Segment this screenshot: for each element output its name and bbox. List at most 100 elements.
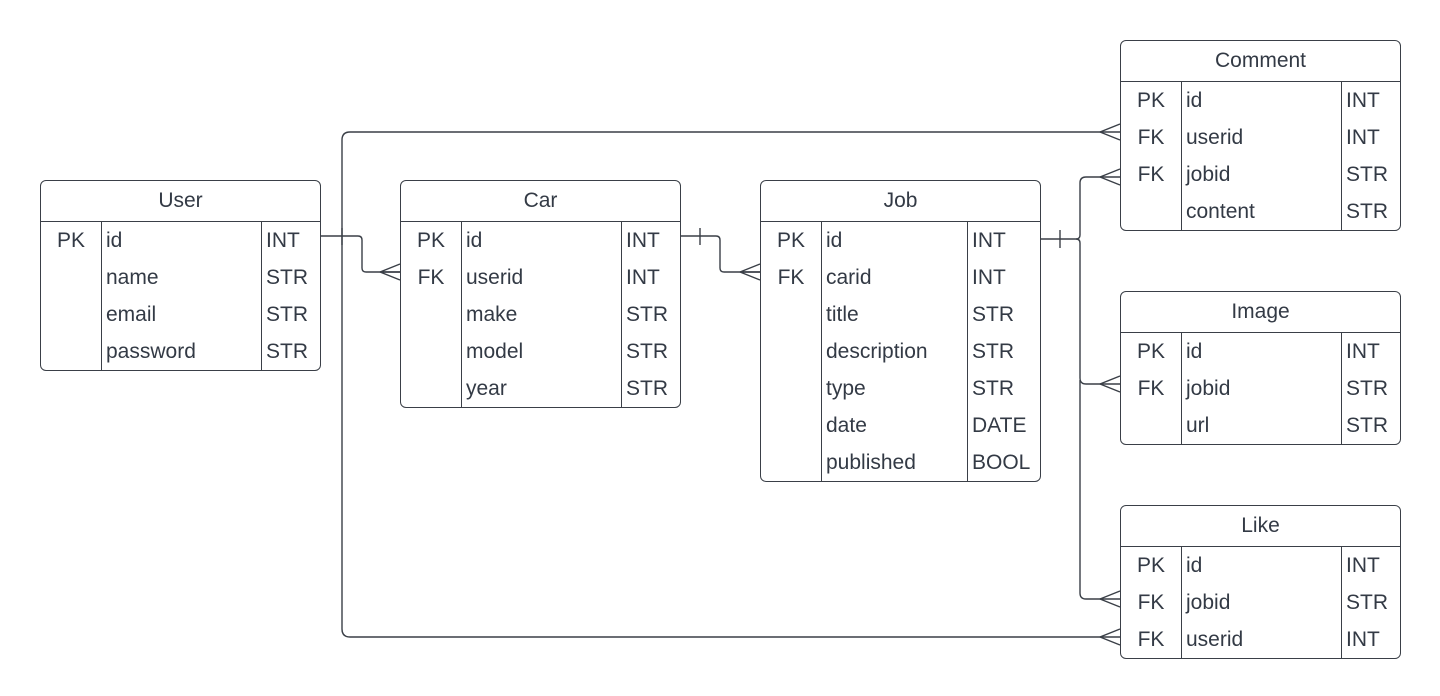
entity-comment[interactable]: Comment PK id INT FK userid INT FK jobid… <box>1120 40 1401 231</box>
key-cell: PK <box>1136 553 1165 577</box>
column-divider <box>1341 547 1342 658</box>
field-row[interactable]: make STR <box>401 296 680 333</box>
field-row[interactable]: PK id INT <box>1121 82 1400 119</box>
key-cell: FK <box>1137 125 1165 149</box>
connector-job-like <box>1079 380 1120 600</box>
field-name: userid <box>1186 125 1244 149</box>
field-row[interactable]: email STR <box>41 296 320 333</box>
field-row[interactable]: content STR <box>1121 193 1400 230</box>
field-name: published <box>826 450 916 474</box>
field-name: description <box>826 339 928 363</box>
key-cell: PK <box>416 228 445 252</box>
entity-job[interactable]: Job PK id INT FK carid INT title STR des… <box>760 180 1041 482</box>
field-name: jobid <box>1186 590 1231 614</box>
field-name: id <box>1186 553 1203 577</box>
connector-user-comment <box>341 131 1120 236</box>
field-row[interactable]: PK id INT <box>1121 547 1400 584</box>
field-row[interactable]: model STR <box>401 333 680 370</box>
field-row[interactable]: name STR <box>41 259 320 296</box>
entity-like[interactable]: Like PK id INT FK jobid STR FK userid IN… <box>1120 505 1401 659</box>
field-row[interactable]: PK id INT <box>401 222 680 259</box>
field-type: STR <box>266 339 308 363</box>
field-row[interactable]: FK userid INT <box>401 259 680 296</box>
field-type: INT <box>1346 553 1380 577</box>
field-row[interactable]: date DATE <box>761 407 1040 444</box>
field-type: STR <box>1346 376 1388 400</box>
entity-title: Car <box>401 181 680 222</box>
field-name: id <box>826 228 843 252</box>
field-row[interactable]: url STR <box>1121 407 1400 444</box>
key-cell: FK <box>1137 590 1165 614</box>
field-type: STR <box>626 339 668 363</box>
field-row[interactable]: description STR <box>761 333 1040 370</box>
field-type: STR <box>972 376 1014 400</box>
entity-image[interactable]: Image PK id INT FK jobid STR url STR <box>1120 291 1401 445</box>
field-name: userid <box>466 265 524 289</box>
entity-title: Job <box>761 181 1040 222</box>
field-name: url <box>1186 413 1210 437</box>
field-row[interactable]: PK id INT <box>1121 333 1400 370</box>
many-marker-user-comment <box>1099 123 1121 141</box>
entity-title: User <box>41 181 320 222</box>
key-cell: FK <box>1137 162 1165 186</box>
column-divider <box>461 222 462 407</box>
field-type: STR <box>1346 199 1388 223</box>
field-name: id <box>1186 339 1203 363</box>
field-name: model <box>466 339 524 363</box>
key-cell: FK <box>1137 376 1165 400</box>
many-marker-user-like <box>1099 628 1121 646</box>
many-marker-job-like <box>1099 590 1121 608</box>
field-name: carid <box>826 265 872 289</box>
field-row[interactable]: password STR <box>41 333 320 370</box>
field-row[interactable]: FK userid INT <box>1121 621 1400 658</box>
entity-title: Comment <box>1121 41 1400 82</box>
field-row[interactable]: PK id INT <box>761 222 1040 259</box>
field-type: INT <box>1346 125 1380 149</box>
key-cell: PK <box>56 228 85 252</box>
column-divider <box>1181 333 1182 444</box>
field-type: INT <box>626 265 660 289</box>
field-row[interactable]: type STR <box>761 370 1040 407</box>
field-type: INT <box>1346 627 1380 651</box>
field-type: STR <box>1346 590 1388 614</box>
entity-user[interactable]: User PK id INT name STR email STR passwo… <box>40 180 321 371</box>
key-cell: PK <box>776 228 805 252</box>
key-cell: FK <box>1137 627 1165 651</box>
field-type: INT <box>266 228 300 252</box>
column-divider <box>101 222 102 370</box>
connector-job-image <box>1075 238 1120 385</box>
entity-title: Like <box>1121 506 1400 547</box>
field-row[interactable]: PK id INT <box>41 222 320 259</box>
field-name: date <box>826 413 867 437</box>
field-name: jobid <box>1186 376 1231 400</box>
field-row[interactable]: FK userid INT <box>1121 119 1400 156</box>
field-name: id <box>106 228 123 252</box>
field-row[interactable]: published BOOL <box>761 444 1040 481</box>
column-divider <box>1341 333 1342 444</box>
column-divider <box>1181 547 1182 658</box>
field-name: jobid <box>1186 162 1231 186</box>
field-row[interactable]: year STR <box>401 370 680 407</box>
field-type: BOOL <box>972 450 1031 474</box>
field-name: name <box>106 265 159 289</box>
field-row[interactable]: title STR <box>761 296 1040 333</box>
many-marker-user-car <box>379 263 401 281</box>
many-marker-job-comment <box>1099 168 1121 186</box>
field-row[interactable]: FK jobid STR <box>1121 584 1400 621</box>
field-row[interactable]: FK jobid STR <box>1121 156 1400 193</box>
field-row[interactable]: FK carid INT <box>761 259 1040 296</box>
field-name: email <box>106 302 157 326</box>
field-row[interactable]: FK jobid STR <box>1121 370 1400 407</box>
key-cell: PK <box>1136 88 1165 112</box>
field-name: title <box>826 302 859 326</box>
connector-job-bus <box>1040 176 1120 240</box>
field-name: id <box>1186 88 1203 112</box>
field-type: DATE <box>972 413 1027 437</box>
entity-car[interactable]: Car PK id INT FK userid INT make STR mod… <box>400 180 681 408</box>
field-type: INT <box>972 265 1006 289</box>
key-cell: FK <box>417 265 445 289</box>
field-type: STR <box>972 302 1014 326</box>
many-marker-job-image <box>1099 375 1121 393</box>
field-name: password <box>106 339 196 363</box>
field-type: INT <box>972 228 1006 252</box>
